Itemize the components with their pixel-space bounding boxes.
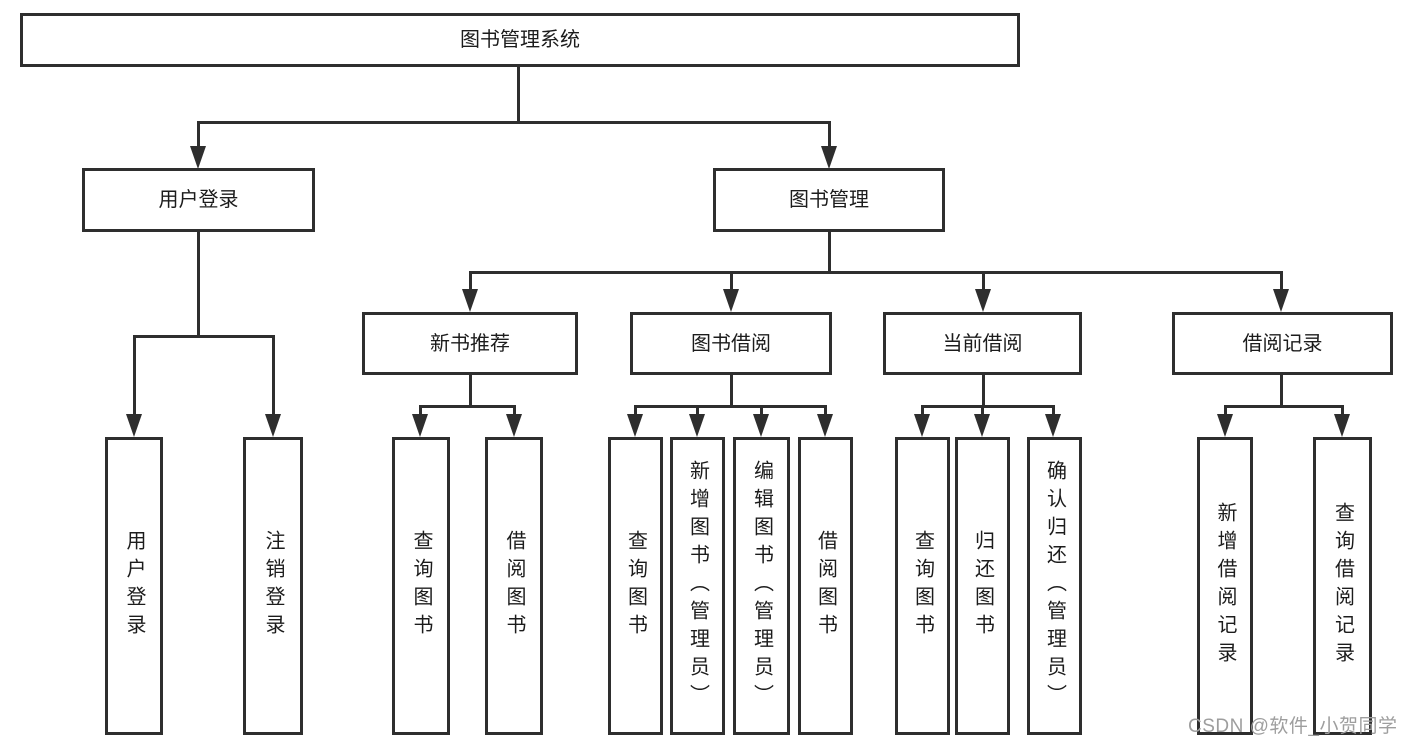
connector-vline bbox=[197, 121, 200, 148]
arrow-down bbox=[627, 414, 643, 437]
node-user-login: 用户登录 bbox=[82, 168, 315, 232]
connector-hline bbox=[419, 405, 516, 408]
node-new-book-recommendation: 新书推荐 bbox=[362, 312, 578, 375]
leaf-query-books-recommend: 查询图书 bbox=[392, 437, 450, 735]
connector-vline bbox=[1052, 405, 1055, 417]
connector-vline bbox=[760, 405, 763, 417]
leaf-query-books-borrow: 查询图书 bbox=[608, 437, 663, 735]
connector-vline bbox=[828, 121, 831, 148]
node-root-library-system: 图书管理系统 bbox=[20, 13, 1020, 67]
connector-vline bbox=[1224, 405, 1227, 417]
connector-hline bbox=[469, 271, 1283, 274]
arrow-down bbox=[126, 414, 142, 437]
leaf-query-books-current: 查询图书 bbox=[895, 437, 950, 735]
arrow-down bbox=[265, 414, 281, 437]
connector-hline bbox=[921, 405, 1055, 408]
connector-vline bbox=[828, 232, 831, 273]
arrow-down bbox=[506, 414, 522, 437]
connector-vline bbox=[419, 405, 422, 417]
arrow-down bbox=[821, 146, 837, 169]
leaf-borrow-books-recommend: 借阅图书 bbox=[485, 437, 543, 735]
arrow-down bbox=[914, 414, 930, 437]
csdn-watermark: CSDN @软件_小贺同学 bbox=[1188, 716, 1398, 737]
arrow-down bbox=[190, 146, 206, 169]
arrow-down bbox=[817, 414, 833, 437]
leaf-return-books: 归还图书 bbox=[955, 437, 1010, 735]
connector-vline bbox=[1341, 405, 1344, 417]
node-book-management: 图书管理 bbox=[713, 168, 945, 232]
connector-vline bbox=[634, 405, 637, 417]
connector-vline bbox=[469, 375, 472, 408]
node-borrowing-records: 借阅记录 bbox=[1172, 312, 1393, 375]
connector-vline bbox=[824, 405, 827, 417]
arrow-down bbox=[462, 289, 478, 312]
arrow-down bbox=[1217, 414, 1233, 437]
connector-vline bbox=[1280, 375, 1283, 408]
leaf-query-borrow-record: 查询借阅记录 bbox=[1313, 437, 1372, 735]
connector-vline bbox=[1280, 271, 1283, 292]
connector-vline bbox=[730, 375, 733, 408]
leaf-confirm-return-admin: 确认归还（管理员） bbox=[1027, 437, 1082, 735]
arrow-down bbox=[1334, 414, 1350, 437]
connector-hline bbox=[197, 121, 831, 124]
connector-hline bbox=[1224, 405, 1343, 408]
node-current-borrowing: 当前借阅 bbox=[883, 312, 1082, 375]
arrow-down bbox=[723, 289, 739, 312]
arrow-down bbox=[753, 414, 769, 437]
connector-vline bbox=[197, 232, 200, 338]
connector-vline bbox=[982, 375, 985, 408]
connector-hline bbox=[133, 335, 275, 338]
connector-vline bbox=[133, 335, 136, 416]
leaf-add-books-admin: 新增图书（管理员） bbox=[670, 437, 725, 735]
connector-vline bbox=[272, 335, 275, 416]
connector-vline bbox=[981, 405, 984, 417]
arrow-down bbox=[689, 414, 705, 437]
arrow-down bbox=[974, 414, 990, 437]
leaf-user-login: 用户登录 bbox=[105, 437, 163, 735]
connector-vline bbox=[982, 271, 985, 292]
leaf-edit-books-admin: 编辑图书（管理员） bbox=[733, 437, 790, 735]
leaf-logout: 注销登录 bbox=[243, 437, 303, 735]
connector-hline bbox=[634, 405, 827, 408]
connector-vline bbox=[517, 67, 520, 123]
connector-vline bbox=[730, 271, 733, 292]
arrow-down bbox=[412, 414, 428, 437]
arrow-down bbox=[975, 289, 991, 312]
connector-vline bbox=[696, 405, 699, 417]
leaf-borrow-books: 借阅图书 bbox=[798, 437, 853, 735]
connector-vline bbox=[921, 405, 924, 417]
connector-vline bbox=[469, 271, 472, 292]
node-book-borrowing: 图书借阅 bbox=[630, 312, 832, 375]
arrow-down bbox=[1045, 414, 1061, 437]
arrow-down bbox=[1273, 289, 1289, 312]
connector-vline bbox=[513, 405, 516, 417]
leaf-add-borrow-record: 新增借阅记录 bbox=[1197, 437, 1253, 735]
